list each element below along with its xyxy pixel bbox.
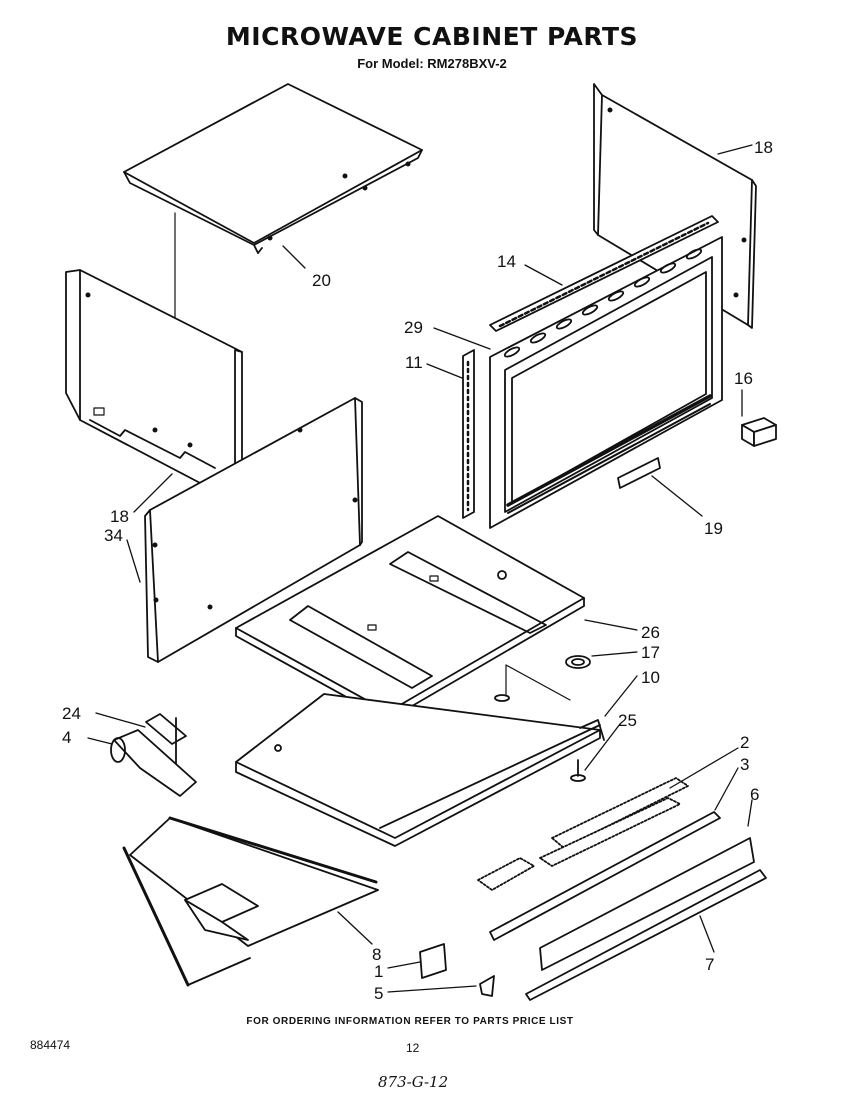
callout-label: 8 [372,945,381,964]
callout-label: 25 [618,711,637,730]
callout-arrows [87,144,753,993]
ordering-info-note: FOR ORDERING INFORMATION REFER TO PARTS … [246,1016,574,1027]
part-4-foot [570,759,586,782]
callout-label: 10 [641,668,660,687]
callout-label: 18 [110,507,129,526]
callout-label: 3 [740,755,749,774]
part-10-bottom-tray [235,693,605,847]
callout-label: 18 [754,138,773,157]
document-number: 884474 [30,1038,71,1052]
callout-label: 17 [641,643,660,662]
callout-label: 2 [740,733,749,752]
callout-label: 29 [404,318,423,337]
part-8-lower-frame [122,816,379,987]
part-17-grommet [494,655,591,702]
part-29-door-frame [489,236,723,529]
part-14-vent-strip [489,215,719,332]
callout-label: 11 [405,353,423,372]
part-19-label [617,457,661,489]
callout-label: 4 [62,728,71,747]
part-3-rail [489,811,721,941]
part-16-latch [741,417,777,447]
callout-label: 5 [374,984,383,1003]
part-34-rear-panel [144,397,363,663]
callout-label: 14 [497,252,516,271]
part-2-screens [477,777,689,891]
callout-label: 34 [104,526,123,545]
page-title: MICROWAVE CABINET PARTS [225,22,639,51]
callout-label: 6 [750,785,759,804]
part-18-left-side-panel [65,269,243,506]
callout-label: 7 [705,955,714,974]
callout-label: 26 [641,623,660,642]
part-6-7-trims [525,837,767,1001]
callout-label: 20 [312,271,331,290]
part-1-5-small-parts [419,943,495,997]
callout-label: 1 [374,962,383,981]
callout-label: 24 [62,704,81,723]
part-11-side-strip [462,349,475,519]
handwritten-note: 873-G-12 [378,1073,449,1091]
callout-label: 19 [704,519,723,538]
page-number: 12 [406,1041,420,1055]
part-24-duct [110,729,197,797]
model-subtitle: For Model: RM278BXV-2 [357,56,507,71]
part-20-top-cover [123,83,423,319]
callout-labels: 20 18 14 29 11 16 19 18 34 26 17 10 25 2… [62,138,773,1003]
callout-label: 16 [734,369,753,388]
